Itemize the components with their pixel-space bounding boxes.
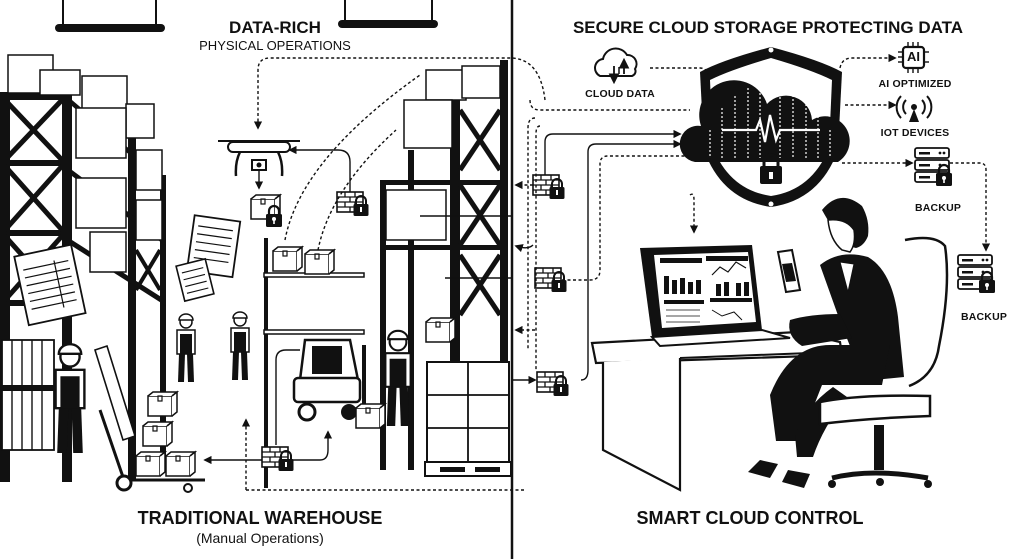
- firewall-lock-icon: [532, 174, 566, 200]
- ai-chip-icon: [898, 42, 929, 73]
- firewall-lock-icon: [534, 267, 568, 293]
- wireless-antenna-icon: [895, 95, 933, 122]
- businesswoman-icon: [748, 197, 904, 488]
- document-icon: [175, 257, 215, 303]
- office-chair-icon: [818, 236, 949, 488]
- shield-cloud-lock-icon: [679, 47, 850, 207]
- data-flow-lines: [512, 53, 991, 385]
- cloud-sync-icon: [594, 47, 638, 85]
- shelf-unit-icon: [263, 238, 365, 488]
- pallet-stack-icon: [424, 361, 512, 477]
- backup-label: BACKUP: [960, 311, 1008, 323]
- package-icon: [425, 317, 456, 343]
- worker-holding-box-icon: [230, 311, 250, 381]
- right-header-title: SECURE CLOUD STORAGE PROTECTING DATA: [572, 18, 964, 37]
- ai-chip-text: AI: [907, 49, 920, 64]
- hand-cart-icon: [98, 409, 205, 493]
- ceiling-lamp-icon: [338, 0, 438, 28]
- cloud-data-label: CLOUD DATA: [585, 88, 655, 100]
- laptop-dashboard-icon: [640, 245, 791, 348]
- ceiling-lamp-icon: [55, 0, 165, 32]
- forklift-icon: [292, 338, 366, 422]
- package-icon: [147, 391, 178, 417]
- ai-optimized-label: AI OPTIMIZED: [878, 78, 952, 90]
- cloud-scene: [512, 42, 995, 492]
- firewall-lock-icon: [336, 191, 370, 217]
- backup-label: BACKUP: [914, 202, 962, 214]
- iot-devices-label: IOT DEVICES: [880, 127, 950, 139]
- warehouse-scene: [0, 0, 546, 493]
- pallet-planks-icon: [0, 339, 136, 451]
- server-lock-icon: [958, 255, 995, 293]
- left-header-subtitle: PHYSICAL OPERATIONS: [199, 38, 351, 53]
- left-footer-subtitle: (Manual Operations): [196, 530, 324, 546]
- storage-rack-icon: [380, 60, 508, 472]
- desk-icon: [590, 330, 844, 492]
- inventory-form-icon: [13, 243, 87, 327]
- firewall-lock-icon: [536, 371, 570, 397]
- storage-rack-icon: [0, 54, 166, 482]
- server-lock-icon: [915, 148, 952, 186]
- package-icon: [355, 403, 386, 429]
- right-footer-title: SMART CLOUD CONTROL: [636, 508, 864, 528]
- left-header-title: DATA-RICH: [229, 18, 321, 37]
- data-flow-lines: [203, 57, 546, 491]
- firewall-lock-icon: [261, 446, 295, 472]
- worker-icon: [176, 313, 196, 383]
- left-footer-title: TRADITIONAL WAREHOUSE: [137, 508, 383, 528]
- worker-lifting-box-icon: [384, 329, 412, 428]
